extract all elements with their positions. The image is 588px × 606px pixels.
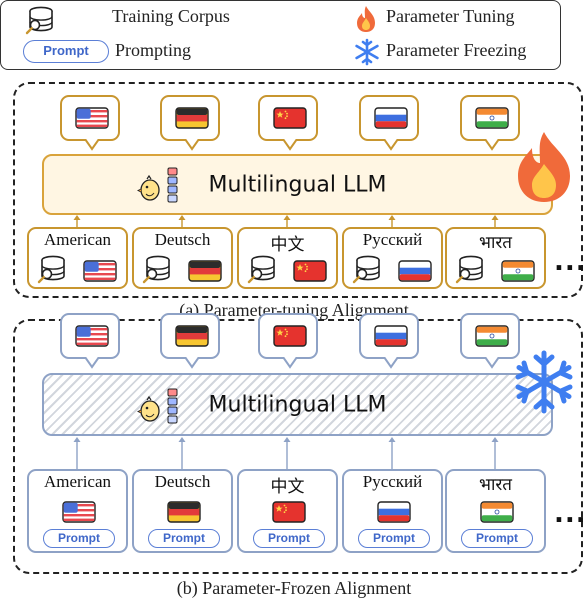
legend-prompting: Prompting (115, 40, 192, 60)
prompt-badge: Prompt (461, 529, 533, 548)
bottom-output-bubble (359, 313, 419, 369)
input-arrow-head (73, 215, 81, 220)
language-label: 中文 (270, 477, 305, 496)
training-corpus-icon (142, 255, 171, 284)
top-output-bubble (60, 95, 120, 151)
training-corpus-icon (455, 255, 484, 284)
llm-label: Multilingual LLM (208, 172, 387, 197)
russia-flag-icon (398, 260, 432, 282)
legend-training-corpus: Training Corpus (112, 6, 230, 26)
us-flag-icon (83, 260, 117, 282)
language-label: Deutsch (154, 230, 211, 249)
bubble-tail (484, 139, 500, 151)
input-arrow-head (388, 437, 396, 442)
input-arrow-head (491, 215, 499, 220)
input-arrow-head (388, 215, 396, 220)
language-label: American (43, 230, 112, 249)
snowflake-icon (355, 38, 379, 66)
parameter-tuning-panel (13, 82, 583, 298)
language-input-card: Русский (342, 227, 443, 289)
russia-flag-icon (374, 325, 408, 347)
top-output-bubble (359, 95, 419, 151)
input-arrow-head (491, 437, 499, 442)
top-output-bubble (258, 95, 318, 151)
input-arrow-head (73, 437, 81, 442)
bubble-tail (282, 139, 298, 151)
multilingual-llm-block: Multilingual LLM (42, 154, 553, 215)
language-label: 中文 (270, 235, 305, 254)
prompt-badge: Prompt (148, 529, 220, 548)
legend-parameter-freezing: Parameter Freezing (386, 40, 527, 60)
multilingual-llm-frozen-block: Multilingual LLM (42, 373, 553, 436)
input-arrow-head (178, 437, 186, 442)
language-input-card: भारत Prompt (445, 469, 546, 553)
bottom-ellipsis: ... (554, 499, 587, 529)
bubble-tail (383, 357, 399, 369)
language-input-card: 中文 (237, 227, 338, 289)
input-arrow-head (283, 215, 291, 220)
language-input-card: American (27, 227, 128, 289)
training-corpus-icon (352, 255, 381, 284)
training-corpus-icon (37, 255, 66, 284)
language-label: Русский (362, 472, 423, 491)
llm-label: Multilingual LLM (208, 392, 387, 417)
us-flag-icon (62, 501, 96, 523)
india-flag-icon (501, 260, 535, 282)
training-corpus-icon (247, 255, 276, 284)
language-label: भारत (479, 475, 512, 494)
bubble-tail (282, 357, 298, 369)
bottom-output-bubble (258, 313, 318, 369)
top-output-bubble (460, 95, 520, 151)
input-arrow-head (178, 215, 186, 220)
us-flag-icon (75, 325, 109, 347)
china-flag-icon (273, 325, 307, 347)
bottom-output-bubble (160, 313, 220, 369)
bubble-tail (184, 139, 200, 151)
bottom-output-bubble (60, 313, 120, 369)
china-flag-icon (272, 501, 306, 523)
fire-icon (357, 6, 375, 32)
bubble-tail (84, 139, 100, 151)
language-input-card: Deutsch (132, 227, 233, 289)
caption-a: (a) Parameter-tuning Alignment (179, 300, 409, 320)
russia-flag-icon (377, 501, 411, 523)
bubble-tail (184, 357, 200, 369)
parameter-freezing-snowflake-icon (515, 350, 573, 414)
germany-flag-icon (175, 325, 209, 347)
language-label: Русский (362, 230, 423, 249)
prompt-badge: Prompt (43, 529, 115, 548)
top-output-bubble (160, 95, 220, 151)
legend-prompt-badge: Prompt (23, 40, 109, 63)
legend-box: Training Corpus Parameter Tuning Prompt … (0, 0, 561, 70)
bubble-tail (484, 357, 500, 369)
legend-parameter-tuning: Parameter Tuning (386, 6, 515, 26)
germany-flag-icon (188, 260, 222, 282)
language-label: American (43, 472, 112, 491)
prompt-badge: Prompt (358, 529, 430, 548)
input-arrow-head (283, 437, 291, 442)
china-flag-icon (293, 260, 327, 282)
language-input-card: 中文 Prompt (237, 469, 338, 553)
language-input-card: भारत (445, 227, 546, 289)
top-ellipsis: ... (554, 247, 587, 277)
language-label: भारत (479, 233, 512, 252)
bubble-tail (383, 139, 399, 151)
caption-b: (b) Parameter-Frozen Alignment (176, 578, 412, 598)
bubble-tail (84, 357, 100, 369)
bottom-output-bubble (460, 313, 520, 369)
germany-flag-icon (167, 501, 201, 523)
language-label: Deutsch (154, 472, 211, 491)
prompt-badge: Prompt (253, 529, 325, 548)
india-flag-icon (480, 501, 514, 523)
parameter-tuning-fire-icon (518, 132, 570, 202)
india-flag-icon (475, 325, 509, 347)
